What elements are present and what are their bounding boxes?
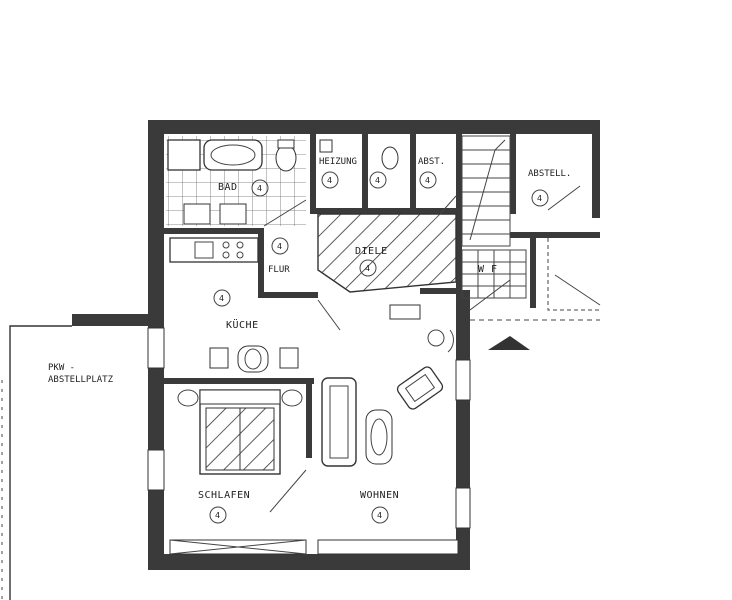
kitchen-fixtures (169, 237, 299, 373)
svg-text:4: 4 (425, 176, 430, 185)
label-schlafen: SCHLAFEN (198, 490, 250, 501)
room-markers: 4 4 4 4 4 4 4 4 4 4 (209, 171, 549, 524)
label-diele: DIELE (355, 246, 388, 257)
right-structure (470, 238, 600, 350)
marker-wohnen: 4 (371, 506, 389, 524)
svg-text:4: 4 (375, 176, 380, 185)
doors (263, 185, 601, 513)
marker-abst-1: 4 (369, 171, 387, 189)
svg-text:4: 4 (327, 176, 332, 185)
parking-area (1, 314, 150, 600)
staircase (461, 135, 527, 299)
svg-text:4: 4 (219, 294, 224, 303)
double-bed (177, 389, 303, 475)
marker-diele: 4 (359, 259, 377, 277)
marker-bad: 4 (251, 179, 269, 197)
label-kueche: KÜCHE (226, 318, 259, 331)
marker-schlafen: 4 (209, 506, 227, 524)
bathroom-fixtures (167, 139, 399, 225)
marker-kueche: 4 (213, 289, 231, 307)
label-wf: W F (478, 264, 498, 275)
label-parking-line2: ABSTELLPLATZ (48, 375, 114, 385)
svg-text:4: 4 (377, 511, 382, 520)
interior-walls (164, 134, 600, 458)
living-furniture (321, 329, 454, 467)
windows (147, 304, 471, 555)
diele-hatching (318, 214, 456, 292)
marker-abstell: 4 (531, 189, 549, 207)
label-wohnen: WOHNEN (360, 490, 399, 501)
svg-text:4: 4 (365, 264, 370, 273)
svg-text:4: 4 (257, 184, 262, 193)
svg-text:4: 4 (537, 194, 542, 203)
label-parking-line1: PKW - (48, 363, 75, 373)
label-abst: ABST. (418, 157, 445, 167)
svg-text:4: 4 (215, 511, 220, 520)
label-abstell: ABSTELL. (528, 169, 571, 179)
marker-abst-2: 4 (419, 171, 437, 189)
label-flur: FLUR (268, 265, 290, 275)
marker-flur: 4 (271, 237, 289, 255)
label-bad: BAD (218, 182, 238, 193)
marker-heizung: 4 (321, 171, 339, 189)
svg-text:4: 4 (277, 242, 282, 251)
label-heizung: HEIZUNG (319, 157, 357, 167)
